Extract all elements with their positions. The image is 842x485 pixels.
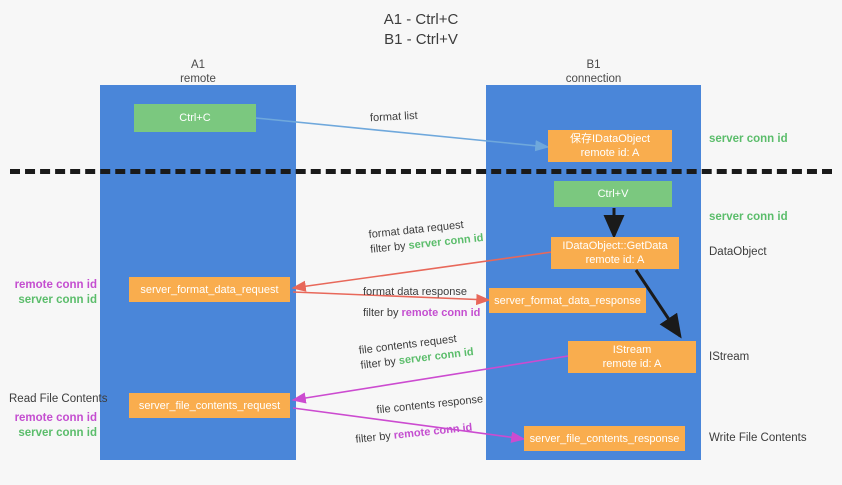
column-header-b1-name: B1 (586, 59, 601, 71)
annotation-remote-conn-id-1: remote conn id (14, 279, 97, 291)
label-format-list-text: format list (369, 109, 418, 125)
column-header-a1: A1 remote (100, 58, 296, 86)
label-file-contents-response: file contents response filter by remote … (352, 392, 487, 447)
column-header-a1-sub: remote (180, 73, 216, 85)
box-server-file-contents-response[interactable]: server_file_contents_response (524, 426, 685, 451)
phase-separator (10, 169, 832, 174)
annotation-dataobject: DataObject (709, 246, 767, 258)
box-istream-line2: remote id: A (602, 358, 662, 370)
title-line-2: B1 - Ctrl+V (384, 31, 458, 48)
box-save-idataobject-line2: remote id: A (580, 147, 640, 159)
label-file-contents-response-main: file contents response (375, 393, 484, 417)
filter-prefix: filter by (363, 307, 402, 319)
annotation-server-conn-id-4: server conn id (18, 427, 97, 439)
box-server-format-data-request[interactable]: server_format_data_request (129, 277, 290, 302)
box-ctrl-c-label: Ctrl+C (179, 112, 211, 124)
box-save-idataobject-line1: 保存IDataObject (569, 133, 651, 145)
label-file-contents-request: file contents request filter by server c… (358, 330, 475, 374)
column-header-a1-name: A1 (190, 59, 206, 71)
annotation-server-conn-id-3: server conn id (18, 294, 97, 306)
filter-key: remote conn id (393, 421, 473, 442)
annotation-group-file: remote conn id server conn id (9, 411, 97, 441)
label-file-contents-response-filter: filter by remote conn id (355, 419, 487, 448)
column-header-b1: B1 connection (486, 58, 701, 86)
box-server-format-data-response[interactable]: server_format_data_response (489, 288, 646, 313)
annotation-istream: IStream (709, 351, 750, 363)
box-server-file-contents-request-label: server_file_contents_request (138, 399, 281, 412)
annotation-write-file-contents: Write File Contents (709, 432, 807, 444)
filter-key: remote conn id (401, 307, 481, 319)
title-line-1: A1 - Ctrl+C (383, 11, 459, 28)
box-getdata-line2: remote id: A (585, 254, 645, 266)
annotation-group-format: remote conn id server conn id (9, 278, 97, 308)
annotation-server-conn-id-1: server conn id (709, 133, 788, 145)
box-server-file-contents-request[interactable]: server_file_contents_request (129, 393, 290, 418)
box-server-file-contents-response-label: server_file_contents_response (529, 432, 680, 445)
box-ctrl-v-label: Ctrl+V (597, 188, 629, 200)
box-server-format-data-response-label: server_format_data_response (494, 294, 641, 307)
box-istream[interactable]: IStream remote id: A (568, 341, 696, 373)
box-save-idataobject[interactable]: 保存IDataObject remote id: A (548, 130, 672, 162)
annotation-remote-conn-id-2: remote conn id (14, 412, 97, 424)
annotation-server-conn-id-2: server conn id (709, 211, 788, 223)
label-format-list: format list (370, 109, 418, 126)
box-ctrl-c[interactable]: Ctrl+C (134, 104, 256, 132)
page-title: A1 - Ctrl+C B1 - Ctrl+V (0, 10, 842, 50)
box-ctrl-v[interactable]: Ctrl+V (554, 181, 672, 207)
label-format-data-response-main: format data response (363, 286, 467, 298)
label-format-data-response-filter: filter by remote conn id (363, 306, 480, 321)
filter-prefix: filter by (369, 239, 410, 256)
annotation-read-file-contents: Read File Contents (9, 393, 108, 405)
column-header-b1-sub: connection (565, 73, 622, 85)
box-server-format-data-request-label: server_format_data_request (140, 283, 279, 296)
filter-prefix: filter by (359, 355, 400, 372)
filter-prefix: filter by (354, 429, 395, 446)
box-getdata-line1: IDataObject::GetData (562, 240, 668, 252)
box-getdata[interactable]: IDataObject::GetData remote id: A (551, 237, 679, 269)
label-format-data-response: format data response filter by remote co… (363, 285, 480, 321)
box-istream-line1: IStream (612, 344, 652, 356)
label-format-data-request: format data request filter by server con… (368, 216, 484, 258)
